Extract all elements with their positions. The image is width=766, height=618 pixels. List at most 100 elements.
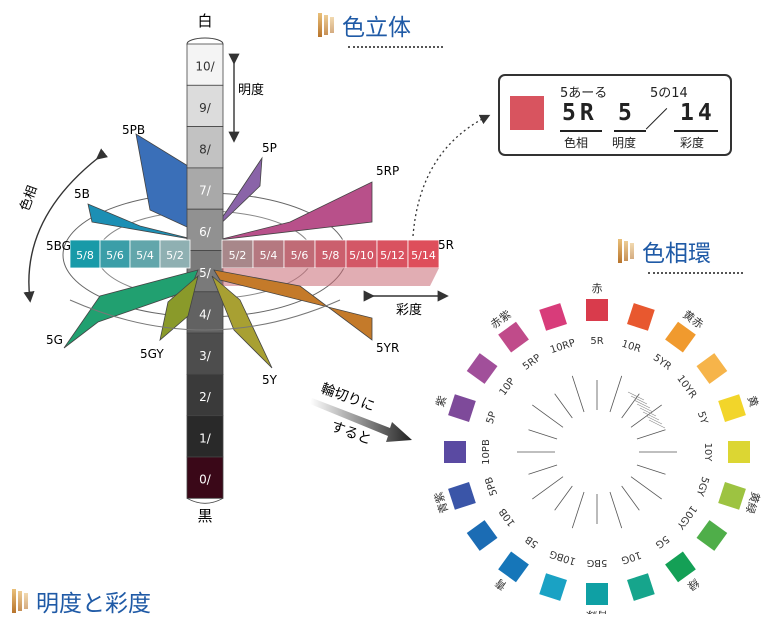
value-step-label: 7/: [199, 184, 212, 198]
value-step-fill: [186, 167, 224, 210]
value-step: 6/: [186, 208, 224, 256]
hue-ring-spoke: [554, 485, 573, 511]
heading-bars-icon: [618, 239, 634, 263]
value-step-fill: [186, 291, 224, 334]
hue-plane-label: 5PB: [122, 123, 145, 137]
hue-ring-hatch: [645, 415, 663, 425]
notation-pointer-arrow: [412, 114, 491, 237]
value-step: 10/: [186, 43, 224, 91]
hue-ring-swatch: 5Y黄: [695, 394, 761, 426]
hue-plane-label: 5YR: [376, 341, 399, 355]
hue-ring-spoke: [621, 393, 640, 419]
cut-arrow-icon: [310, 398, 412, 442]
hue-ring-name: 赤: [592, 282, 603, 295]
hue-ring-code: 10PB: [481, 439, 492, 465]
hue-plane-label: 5P: [262, 141, 277, 155]
value-step-label: 6/: [199, 225, 212, 239]
hue-ring-hatch: [636, 403, 654, 413]
hue-ring-swatch: 10RP: [539, 303, 577, 356]
chroma-cell: 5/2: [221, 239, 254, 269]
solid-back-layer: 5PB 5P 5RP 5B: [62, 123, 399, 318]
hue-ring-swatch-fill: [627, 573, 655, 601]
chroma-cell: 5/8: [314, 239, 347, 269]
hue-ring-swatch: 10Y: [702, 441, 750, 463]
hue-ring-swatch: 10B: [466, 506, 518, 551]
heading-text: 明度と彩度: [36, 591, 151, 617]
hue-ring-spoke: [621, 485, 640, 511]
hue-ring-code: 10BG: [548, 548, 577, 567]
chroma-cell-label: 5/6: [291, 249, 309, 262]
hue-ring-code: 5R: [590, 336, 603, 347]
hue-ring-code: 10G: [620, 549, 643, 566]
notation-hue-label: 色相: [564, 136, 589, 150]
heading-underline: [648, 272, 743, 274]
hue-ring-spoke: [532, 404, 564, 428]
hue-ring-spoke: [528, 429, 558, 440]
value-step-label: 5/: [199, 266, 212, 280]
value-step-fill: [186, 373, 224, 417]
hue-ring-hatch: [648, 419, 666, 429]
hue-axis-arrow: [23, 148, 109, 303]
hue-plane-label: 5Y: [262, 373, 278, 387]
hue-ring-swatch-fill: [696, 353, 728, 384]
hue-plane-label: 5B: [74, 187, 90, 201]
hue-ring-swatch-fill: [665, 551, 696, 583]
hue-ring-hatch: [627, 391, 645, 401]
heading-bars-icon: [318, 13, 334, 37]
hue-ring-code: 10P: [498, 376, 518, 398]
value-step-label: 4/: [199, 307, 212, 321]
hue-ring-swatch-fill: [539, 303, 567, 331]
hue-ring-swatch: 5P紫: [434, 394, 499, 425]
hue-ring-code: 5PB: [484, 475, 500, 497]
chroma-cell: 5/10: [345, 239, 378, 269]
hue-ring-swatch-fill: [665, 321, 696, 353]
value-step: 2/: [186, 373, 224, 422]
hue-ring-swatch: 5G緑: [653, 533, 702, 594]
heading-text: 色立体: [342, 15, 411, 41]
hue-ring-swatch-fill: [627, 303, 655, 331]
hue-ring-swatch-fill: [718, 482, 746, 510]
hue-ring-swatch: 5BG青緑: [586, 557, 608, 614]
notation-hue: 5R: [562, 100, 598, 126]
chroma-cell-label: 5/14: [411, 249, 436, 262]
notation-swatch: [510, 96, 544, 130]
hue-plane-label: 5BG: [46, 239, 71, 253]
notation-underline-hue: [560, 130, 602, 132]
value-step-label: 10/: [195, 60, 215, 74]
hue-ring-swatch-fill: [718, 394, 746, 422]
hue-plane-5y: [211, 275, 273, 369]
chroma-cell-fill: [159, 239, 191, 269]
notation-underline-value: [614, 130, 646, 132]
value-step-fill: [186, 456, 224, 499]
hue-ring-code: 5RP: [521, 352, 543, 372]
chroma-cell-label: 5/10: [349, 249, 374, 262]
hue-ring-swatch: 10PB: [444, 439, 492, 465]
chroma-cell: 5/12: [376, 239, 409, 269]
hue-ring-swatch-fill: [444, 441, 466, 463]
chroma-cell-label: 5/4: [260, 249, 278, 262]
black-label: 黒: [197, 507, 212, 525]
hue-ring-swatch: 10GY: [674, 503, 728, 551]
hue-ring-spoke: [532, 476, 564, 500]
hue-ring-hatch: [630, 395, 648, 405]
hue-ring-name: 青紫: [432, 490, 451, 515]
hue-ring-hatch: [642, 411, 660, 421]
hue-ring-swatch: 10BG: [539, 548, 577, 601]
value-step-label: 1/: [199, 431, 212, 445]
hue-ring-code: 10YR: [674, 373, 698, 400]
hue-ring-swatch: 10P: [466, 353, 518, 398]
hue-plane-5rp: [217, 181, 373, 241]
value-step-fill: [186, 84, 224, 128]
hue-ring-swatch: 5R 赤: [586, 282, 608, 347]
hue-ring-code: 5G: [653, 533, 671, 550]
value-step: 0/: [186, 456, 224, 504]
hue-ring-spoke: [554, 393, 573, 419]
hue-ring-code: 10B: [497, 506, 517, 528]
hue-plane-label: 5RP: [376, 164, 399, 178]
hue-ring-spoke: [571, 375, 585, 413]
hue-ring-name: 黄緑: [743, 490, 763, 515]
notation-underline-chroma: [674, 130, 718, 132]
